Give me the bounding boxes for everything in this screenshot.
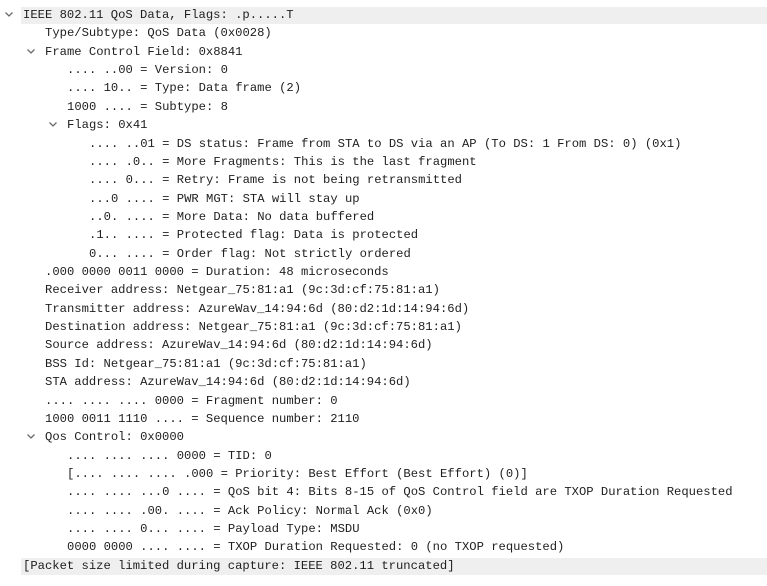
tree-node[interactable]: STA address: AzureWav_14:94:6d (80:d2:1d…	[0, 373, 767, 391]
tree-node[interactable]: .... .0.. = More Fragments: This is the …	[0, 153, 767, 171]
tree-node[interactable]: .... .... .00. .... = Ack Policy: Normal…	[0, 502, 767, 520]
tree-node[interactable]: ...0 .... = PWR MGT: STA will stay up	[0, 190, 767, 208]
tree-node-label: Type/Subtype: QoS Data (0x0028)	[45, 26, 272, 41]
tree-node-label: Destination address: Netgear_75:81:a1 (9…	[45, 320, 462, 335]
tree-node[interactable]: .... .... .... 0000 = TID: 0	[0, 447, 767, 465]
tree-node-label: .... .... .... 0000 = Fragment number: 0	[45, 393, 338, 408]
tree-node-label: Qos Control: 0x0000	[45, 430, 184, 445]
chevron-down-icon[interactable]	[27, 48, 35, 54]
chevron-down-icon[interactable]	[49, 122, 57, 128]
tree-node[interactable]: .... ..01 = DS status: Frame from STA to…	[0, 135, 767, 153]
tree-node-label: 0... .... = Order flag: Not strictly ord…	[89, 246, 411, 261]
tree-node-label: .... .... ...0 .... = QoS bit 4: Bits 8-…	[67, 485, 733, 500]
tree-node-label: .... ..00 = Version: 0	[67, 63, 228, 78]
tree-node[interactable]: Source address: AzureWav_14:94:6d (80:d2…	[0, 336, 767, 354]
tree-node[interactable]: .000 0000 0011 0000 = Duration: 48 micro…	[0, 263, 767, 281]
tree-node[interactable]: BSS Id: Netgear_75:81:a1 (9c:3d:cf:75:81…	[0, 355, 767, 373]
tree-node-expandable[interactable]: Qos Control: 0x0000	[0, 428, 767, 446]
tree-node[interactable]: .... ..00 = Version: 0	[0, 61, 767, 79]
tree-node-expandable[interactable]: Flags: 0x41	[0, 116, 767, 134]
tree-node-label: Flags: 0x41	[67, 118, 148, 133]
tree-node-label: 0000 0000 .... .... = TXOP Duration Requ…	[67, 540, 565, 555]
tree-node[interactable]: Transmitter address: AzureWav_14:94:6d (…	[0, 300, 767, 318]
tree-node-label: .... 0... = Retry: Frame is not being re…	[89, 173, 462, 188]
tree-node[interactable]: ..0. .... = More Data: No data buffered	[0, 208, 767, 226]
tree-node-label: .... .... 0... .... = Payload Type: MSDU	[67, 522, 360, 537]
tree-node[interactable]: .... .... .... 0000 = Fragment number: 0	[0, 392, 767, 410]
tree-node-label: STA address: AzureWav_14:94:6d (80:d2:1d…	[45, 375, 411, 390]
tree-node-expandable[interactable]: Frame Control Field: 0x8841	[0, 43, 767, 61]
packet-details-tree[interactable]: IEEE 802.11 QoS Data, Flags: .p.....T Typ…	[0, 6, 767, 576]
tree-node-label: .... ..01 = DS status: Frame from STA to…	[89, 136, 682, 151]
tree-node[interactable]: Receiver address: Netgear_75:81:a1 (9c:3…	[0, 281, 767, 299]
tree-node-label: 1000 0011 1110 .... = Sequence number: 2…	[45, 411, 360, 426]
tree-node-label: .1.. .... = Protected flag: Data is prot…	[89, 228, 419, 243]
tree-node-label: [Packet size limited during capture: IEE…	[23, 558, 455, 573]
tree-node-expandable[interactable]: IEEE 802.11 QoS Data, Flags: .p.....T	[0, 6, 767, 25]
tree-node-label: Source address: AzureWav_14:94:6d (80:d2…	[45, 338, 433, 353]
row-highlight	[21, 7, 767, 25]
tree-node[interactable]: .... .... ...0 .... = QoS bit 4: Bits 8-…	[0, 483, 767, 501]
tree-node-label: .... .0.. = More Fragments: This is the …	[89, 154, 477, 169]
tree-node[interactable]: 0000 0000 .... .... = TXOP Duration Requ…	[0, 538, 767, 556]
row-highlight	[21, 557, 767, 576]
tree-node[interactable]: Type/Subtype: QoS Data (0x0028)	[0, 24, 767, 42]
tree-node-label: 1000 .... = Subtype: 8	[67, 99, 228, 114]
tree-node[interactable]: Destination address: Netgear_75:81:a1 (9…	[0, 318, 767, 336]
tree-node-label: IEEE 802.11 QoS Data, Flags: .p.....T	[23, 8, 294, 22]
tree-node[interactable]: 0... .... = Order flag: Not strictly ord…	[0, 245, 767, 263]
tree-node-label: Transmitter address: AzureWav_14:94:6d (…	[45, 301, 470, 316]
tree-node-label: ...0 .... = PWR MGT: STA will stay up	[89, 191, 360, 206]
tree-node-label: .000 0000 0011 0000 = Duration: 48 micro…	[45, 265, 389, 280]
tree-node-label: [.... .... .... .000 = Priority: Best Ef…	[67, 466, 528, 481]
tree-node-label: Receiver address: Netgear_75:81:a1 (9c:3…	[45, 283, 440, 298]
tree-node[interactable]: [.... .... .... .000 = Priority: Best Ef…	[0, 465, 767, 483]
tree-node[interactable]: .1.. .... = Protected flag: Data is prot…	[0, 226, 767, 244]
tree-node-label: ..0. .... = More Data: No data buffered	[89, 209, 375, 224]
tree-node[interactable]: 1000 .... = Subtype: 8	[0, 98, 767, 116]
tree-node-label: Frame Control Field: 0x8841	[45, 44, 243, 59]
tree-node[interactable]: [Packet size limited during capture: IEE…	[0, 557, 767, 576]
tree-node-label: .... .... .... 0000 = TID: 0	[67, 448, 272, 463]
chevron-down-icon[interactable]	[5, 12, 13, 17]
chevron-down-icon[interactable]	[27, 434, 35, 440]
tree-node[interactable]: 1000 0011 1110 .... = Sequence number: 2…	[0, 410, 767, 428]
tree-node[interactable]: .... 0... = Retry: Frame is not being re…	[0, 171, 767, 189]
tree-node[interactable]: .... .... 0... .... = Payload Type: MSDU	[0, 520, 767, 538]
tree-node-label: .... 10.. = Type: Data frame (2)	[67, 81, 302, 96]
tree-node[interactable]: .... 10.. = Type: Data frame (2)	[0, 79, 767, 97]
tree-node-label: .... .... .00. .... = Ack Policy: Normal…	[67, 503, 433, 518]
tree-node-label: BSS Id: Netgear_75:81:a1 (9c:3d:cf:75:81…	[45, 356, 367, 371]
